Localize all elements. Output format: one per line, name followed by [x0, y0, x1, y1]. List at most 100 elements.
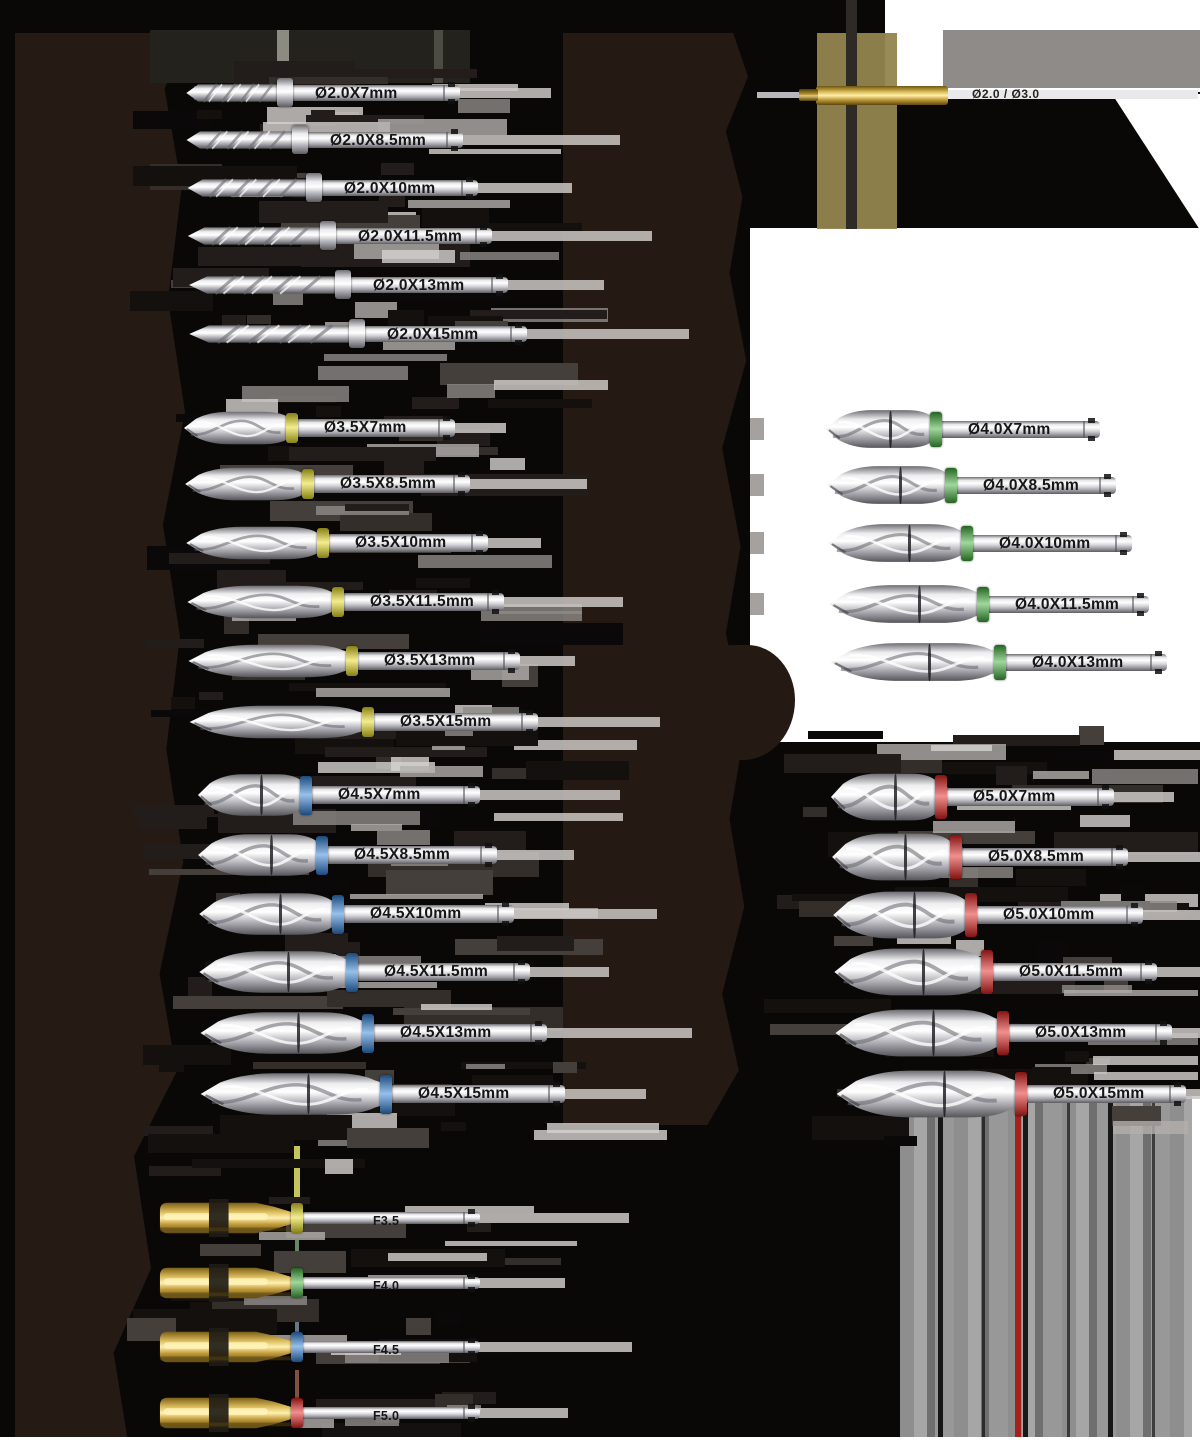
- background-artifact: [1064, 1051, 1089, 1062]
- background-artifact: [1062, 984, 1132, 993]
- drill-tip-icon: [184, 466, 316, 502]
- size-color-band: [300, 776, 312, 815]
- background-artifact: [192, 1158, 365, 1169]
- background-artifact: [142, 1045, 232, 1066]
- background-artifact: [441, 1122, 467, 1132]
- size-color-band: [977, 587, 989, 622]
- drill-tip-icon: [186, 584, 346, 620]
- size-label: Ø4.0X10mm: [999, 535, 1091, 552]
- size-color-band: [332, 895, 344, 934]
- drill-tip-icon: [185, 129, 306, 151]
- drill-tip-icon: [185, 525, 331, 561]
- drill-row: Ø3.5X11.5mm: [186, 584, 504, 620]
- size-label: Ø3.5X10mm: [355, 534, 447, 551]
- drill-row: Ø2.0X15mm: [187, 319, 527, 348]
- background-artifact: [411, 396, 459, 410]
- gauge-shaft-strip: [946, 90, 1198, 99]
- shaft-echo: [464, 479, 587, 489]
- background-artifact: [130, 290, 213, 312]
- drill-tip-icon: [187, 643, 360, 679]
- latch-notch-bottom: [476, 550, 483, 555]
- background-artifact: [489, 457, 525, 470]
- drill-row: Ø3.5X13mm: [187, 643, 520, 679]
- gauge-dark-stripe: [846, 0, 857, 229]
- background-artifact: [439, 362, 579, 385]
- depth-mark: [260, 775, 263, 815]
- background-artifact: [436, 1312, 461, 1326]
- background-artifact: [1054, 750, 1140, 759]
- drill-shank: Ø5.0X7mm: [947, 785, 1114, 809]
- size-color-band: [292, 125, 308, 154]
- size-color-band: [335, 270, 351, 299]
- background-artifact: [803, 807, 828, 817]
- background-artifact: [418, 554, 552, 568]
- drill-tip-icon: [159, 1199, 304, 1237]
- drill-row: Ø4.0X7mm: [825, 408, 1100, 450]
- shank-groove: [461, 180, 463, 196]
- dark-mass-center: [563, 33, 748, 1125]
- background-artifact: [258, 1231, 325, 1241]
- background-artifact: [346, 1127, 429, 1149]
- background-artifact: [1112, 1106, 1161, 1127]
- drill-row: Ø5.0X11.5mm: [833, 946, 1157, 998]
- size-color-band: [380, 1075, 392, 1114]
- size-label: F5.0: [373, 1409, 400, 1423]
- size-color-band: [994, 645, 1006, 680]
- latch-notch-bottom: [1155, 669, 1162, 674]
- size-color-band: [961, 526, 973, 561]
- drill-row: Ø2.0X7mm: [185, 78, 460, 107]
- latch-notch-bottom: [443, 435, 450, 440]
- latch-notch-bottom: [458, 491, 465, 496]
- tap-band-smear-blue: [295, 1305, 299, 1350]
- latch-notch-top: [468, 1404, 475, 1409]
- background-artifact: [1120, 884, 1145, 903]
- drill-shank: Ø4.0X13mm: [1006, 651, 1167, 674]
- depth-mark: [297, 1013, 300, 1053]
- drill-row: Ø5.0X7mm: [830, 771, 1114, 823]
- shaft-echo: [454, 88, 552, 98]
- size-label: Ø4.0X8.5mm: [983, 477, 1080, 494]
- size-color-band: [291, 1268, 303, 1298]
- size-color-band: [997, 1011, 1009, 1055]
- background-artifact: [315, 68, 477, 79]
- background-artifact: [269, 76, 389, 85]
- background-artifact: [444, 730, 473, 736]
- latch-notch-top: [1102, 785, 1109, 790]
- shank-groove: [1132, 596, 1134, 613]
- size-label: Ø5.0X13mm: [1035, 1024, 1127, 1041]
- shaft-echo: [449, 423, 506, 433]
- drill-tip-icon: [186, 177, 320, 199]
- latch-notch-top: [1137, 593, 1144, 598]
- depth-gauge-label: Ø2.0 / Ø3.0: [972, 87, 1040, 101]
- background-artifact: [221, 314, 246, 328]
- drill-shank: Ø2.0X8.5mm: [304, 129, 463, 151]
- latch-notch-top: [508, 649, 515, 654]
- gray-block-top-right: [943, 30, 1200, 88]
- background-artifact: [406, 1317, 431, 1336]
- shaft-echo: [559, 1089, 647, 1099]
- latch-notch-bottom: [553, 1101, 560, 1106]
- size-color-band: [346, 646, 358, 676]
- background-artifact: [146, 639, 204, 648]
- drill-shank: Ø2.0X7mm: [289, 82, 460, 104]
- size-label: Ø5.0X11.5mm: [1019, 963, 1124, 980]
- background-artifact: [494, 603, 583, 615]
- tap-row: F4.0: [158, 1264, 480, 1302]
- background-artifact: [350, 823, 403, 832]
- background-artifact: [460, 1062, 587, 1069]
- background-artifact: [317, 365, 408, 381]
- latch-notch-bottom: [496, 291, 503, 296]
- size-label: Ø2.0X11.5mm: [358, 228, 463, 245]
- size-label: Ø4.5X7mm: [338, 786, 421, 803]
- shank-groove: [463, 1407, 465, 1419]
- latch-notch-bottom: [502, 921, 509, 926]
- latch-notch-bottom: [1102, 804, 1109, 809]
- drill-tip-icon: [199, 1010, 376, 1056]
- background-artifact: [170, 696, 195, 709]
- shaft-echo: [474, 1408, 568, 1418]
- size-color-band: [291, 1203, 303, 1233]
- background-artifact: [792, 894, 886, 901]
- drill-shank: Ø2.0X13mm: [347, 274, 508, 296]
- drill-row: Ø5.0X15mm: [835, 1068, 1186, 1120]
- drill-tip-icon: [197, 832, 330, 878]
